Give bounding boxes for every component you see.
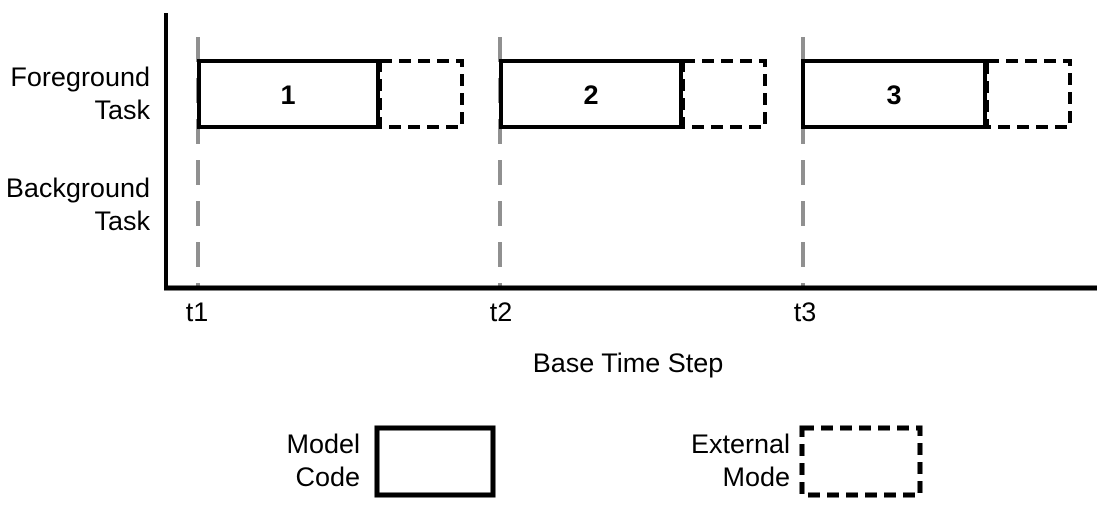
legend-label-line: Mode <box>722 462 790 492</box>
task-2-model-code-box <box>499 59 683 129</box>
task-2-number: 2 <box>583 80 598 110</box>
foreground-task-3: 3 <box>801 59 1072 129</box>
task-3-model-code-box <box>801 59 987 129</box>
foreground-task-2: 2 <box>499 59 767 129</box>
legend-label-external-mode: External Mode <box>640 428 790 494</box>
tick-label-t2: t2 <box>489 297 513 327</box>
row-label-background-task: Background Task <box>0 172 150 238</box>
row-label-line: Task <box>94 95 150 125</box>
tick-label-t1: t1 <box>185 297 209 327</box>
legend-label-line: Model <box>286 429 360 459</box>
task-2-external-mode-box <box>681 59 767 129</box>
x-axis-title: Base Time Step <box>532 348 724 378</box>
row-label-foreground-task: Foreground Task <box>0 61 150 127</box>
foreground-task-1: 1 <box>197 59 464 129</box>
task-3-number: 3 <box>886 80 901 110</box>
row-label-line: Foreground <box>10 62 150 92</box>
tick-label-t3: t3 <box>793 297 817 327</box>
task-1-number: 1 <box>280 80 295 110</box>
task-1-model-code-box <box>197 59 380 129</box>
legend-label-model-code: Model Code <box>210 428 360 494</box>
task-3-external-mode-box <box>985 59 1072 129</box>
task-1-external-mode-box <box>378 59 464 129</box>
legend-model-code-box <box>374 425 496 498</box>
row-label-line: Background <box>5 173 150 203</box>
row-label-line: Task <box>94 206 150 236</box>
legend-label-line: Code <box>295 462 360 492</box>
legend-label-line: External <box>690 429 790 459</box>
legend-external-mode-box <box>799 425 923 498</box>
